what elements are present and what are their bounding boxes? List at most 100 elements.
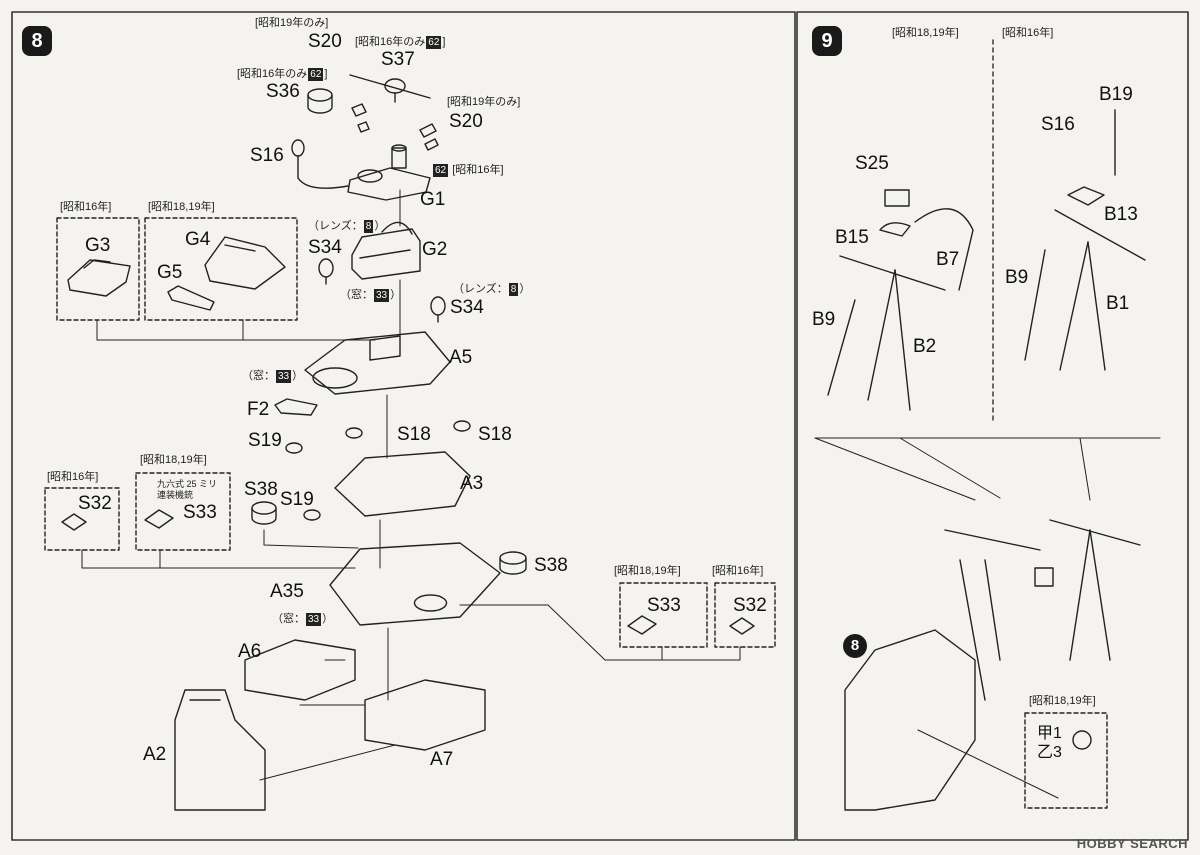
- part-a35: [329, 542, 501, 626]
- part-g4: [204, 236, 286, 290]
- part-s37: [349, 74, 431, 103]
- label-s38-left: S38: [244, 479, 278, 500]
- part-s20: [351, 103, 439, 151]
- note-lens-2-text: （レンズ：: [453, 283, 508, 295]
- note-lens-1: （レンズ：8）: [308, 220, 386, 233]
- label-s37: S37: [381, 49, 415, 70]
- box-s33-year: [昭和18,19年]: [140, 454, 207, 466]
- label-a3: A3: [460, 473, 484, 494]
- s33-note-line1: 九六式 25 ミリ: [157, 479, 218, 489]
- box-r33-year: [昭和18,19年]: [614, 565, 681, 577]
- label-b1: B1: [1106, 293, 1130, 314]
- box-g3-year: [昭和16年]: [60, 201, 112, 213]
- note-s20-right: [昭和19年のみ]: [447, 96, 521, 108]
- assembled-superstructure: [844, 519, 1141, 811]
- label-b13: B13: [1104, 204, 1138, 225]
- watermark: HOBBY SEARCH: [1076, 836, 1188, 851]
- note-s20-top: [昭和19年のみ]: [255, 17, 329, 29]
- part-a6: [244, 639, 356, 701]
- step8-panel-frame: [11, 11, 796, 841]
- note-g1: 62 [昭和16年]: [432, 164, 504, 177]
- note-lens-2: （レンズ：8）: [453, 283, 531, 296]
- sketch-s32a: [61, 513, 87, 531]
- ref-icon-checker: [1034, 567, 1054, 587]
- label-s38-right: S38: [534, 555, 568, 576]
- step9-box-line1: 甲1: [1037, 725, 1062, 742]
- badge-g1: 62: [433, 164, 449, 177]
- label-a5: A5: [449, 347, 473, 368]
- label-s34-left: S34: [308, 237, 342, 258]
- label-b9-right: B9: [1005, 267, 1029, 288]
- note-s36-text: [昭和16年のみ: [237, 68, 308, 80]
- label-s32-right: S32: [733, 595, 767, 616]
- note-window-1: （窓：33）: [340, 289, 402, 302]
- s33-note-line2: 連装機銃: [157, 490, 194, 500]
- step-9-number: 9: [812, 26, 842, 56]
- mast-left: [827, 189, 974, 411]
- badge-lens-1: 8: [363, 220, 374, 233]
- step9-year-left: [昭和18,19年]: [892, 27, 959, 39]
- part-a7: [364, 679, 486, 751]
- box-g4-g5: [144, 217, 298, 321]
- box-g3: [56, 217, 140, 321]
- badge-s36: 62: [308, 68, 324, 81]
- label-g4: G4: [185, 229, 211, 250]
- note-window-2-text: （窓：: [242, 370, 275, 382]
- label-g5: G5: [157, 262, 183, 283]
- part-g2: [351, 221, 421, 280]
- part-g3: [67, 259, 131, 297]
- sketch-s33a: [144, 509, 174, 529]
- step9-panel-frame: [796, 11, 1189, 841]
- label-g1: G1: [420, 189, 446, 210]
- note-window-1-text: （窓：: [340, 289, 373, 301]
- label-a35: A35: [270, 581, 304, 602]
- label-a6: A6: [238, 641, 262, 662]
- label-s34-right: S34: [450, 297, 484, 318]
- part-s36: [307, 88, 333, 114]
- label-b7: B7: [936, 249, 960, 270]
- badge-window-3: 33: [306, 613, 322, 626]
- badge-window-1: 33: [374, 289, 390, 302]
- note-window-3-text: （窓：: [272, 613, 305, 625]
- step9-year-right: [昭和16年]: [1002, 27, 1054, 39]
- label-s16-step9: S16: [1041, 114, 1075, 135]
- ref-step-8-marker: 8: [843, 634, 867, 658]
- note-window-2: （窓：33）: [242, 370, 304, 383]
- label-g3: G3: [85, 235, 111, 256]
- label-s25: S25: [855, 153, 889, 174]
- note-lens-1-text: （レンズ：: [308, 220, 363, 232]
- label-s32-left: S32: [78, 493, 112, 514]
- label-b19: B19: [1099, 84, 1133, 105]
- badge-window-2: 33: [276, 370, 292, 383]
- box-r32-year: [昭和16年]: [712, 565, 764, 577]
- step-8-number: 8: [22, 26, 52, 56]
- part-a3: [334, 451, 471, 517]
- step9-box-line2: 乙3: [1037, 744, 1062, 761]
- box-s32-right: [714, 582, 776, 648]
- note-s37-text: [昭和16年のみ: [355, 36, 426, 48]
- box-step9-option: [1024, 712, 1108, 809]
- box-s33-left: [135, 472, 231, 551]
- box-s32-year: [昭和16年]: [47, 471, 99, 483]
- note-window-3: （窓：33）: [272, 613, 334, 626]
- mast-right: [1024, 109, 1146, 371]
- label-a2: A2: [143, 744, 167, 765]
- box-s33-right: [619, 582, 708, 648]
- label-s33-left: S33: [183, 502, 217, 523]
- label-g2: G2: [422, 239, 448, 260]
- label-s33-right: S33: [647, 595, 681, 616]
- badge-s37: 62: [426, 36, 442, 49]
- part-s34: [318, 258, 446, 323]
- label-s20-top: S20: [308, 31, 342, 52]
- label-b2: B2: [913, 336, 937, 357]
- label-s20-right: S20: [449, 111, 483, 132]
- label-s36: S36: [266, 81, 300, 102]
- sketch-s32b: [729, 617, 755, 635]
- label-s18-left: S18: [397, 424, 431, 445]
- part-g5: [167, 285, 215, 311]
- step9-box-year: [昭和18,19年]: [1029, 695, 1096, 707]
